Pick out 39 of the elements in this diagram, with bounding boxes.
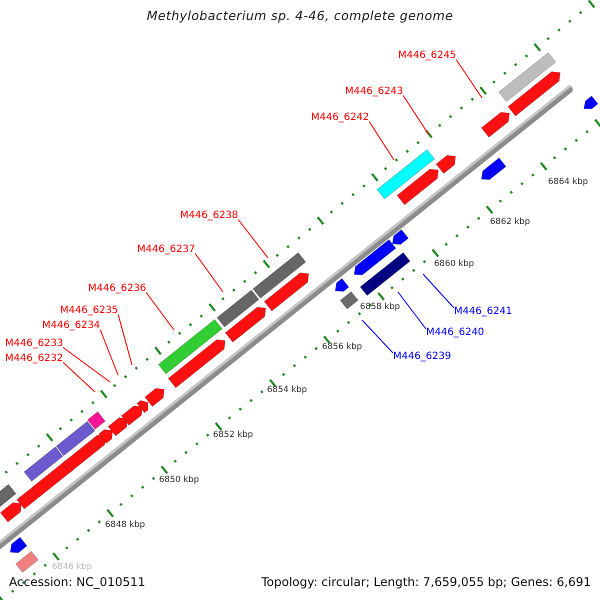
gene-label: M446_6236 [88, 283, 146, 294]
gene-label: M446_6240 [426, 327, 484, 338]
leader-line [62, 362, 96, 392]
gene-label: M446_6239 [393, 351, 452, 362]
accession-text: Accession: NC_010511 [9, 576, 146, 590]
leader-line [194, 253, 224, 292]
leader-line [422, 274, 454, 308]
map-title: Methylobacterium sp. 4-46, complete genome [146, 9, 454, 24]
scale-label: 6856 kbp [322, 343, 362, 353]
scale-label: 6848 kbp [105, 521, 146, 531]
leader-line [100, 329, 118, 376]
leader-line [118, 314, 132, 366]
leader-line [238, 219, 268, 258]
scale-label: 6854 kbp [267, 386, 308, 396]
scale-label: 6858 kbp [360, 303, 400, 313]
scale-label: 6860 kbp [434, 260, 474, 270]
scale-label: 6846 kbp [52, 563, 92, 573]
gene-label: M446_6233 [5, 338, 64, 350]
scale-label: 6864 kbp [548, 178, 588, 188]
gene-label: M446_6237 [137, 244, 196, 256]
gene-label: M446_6235 [60, 305, 118, 316]
gene-label: M446_6234 [42, 320, 100, 332]
gene-label: M446_6242 [311, 112, 370, 124]
leader-line [146, 292, 174, 330]
scale-label: 6852 kbp [213, 431, 254, 441]
genome-summary-text: Topology: circular; Length: 7,659,055 bp; Genes: 6,691 [261, 576, 591, 590]
gene-label: M446_6238 [180, 210, 238, 222]
gene-label: M446_6241 [454, 306, 512, 318]
gene-label: M446_6245 [398, 50, 456, 62]
scale-label: 6862 kbp [490, 218, 530, 228]
gene-label: M446_6232 [5, 353, 64, 364]
leader-line [402, 95, 430, 136]
scale-label: 6850 kbp [159, 476, 200, 486]
gene-label: M446_6243 [345, 86, 404, 98]
leader-line [456, 59, 482, 98]
leader-line [368, 121, 394, 160]
leader-line [62, 347, 110, 382]
leader-line [362, 320, 394, 354]
leader-line [398, 292, 426, 330]
